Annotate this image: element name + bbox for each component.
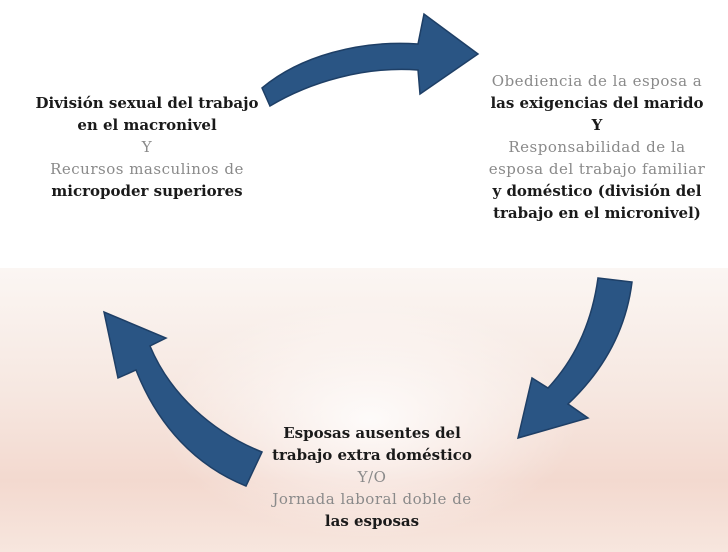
node-left-line: micropoder superiores xyxy=(51,182,243,200)
node-left-line: en el macronivel xyxy=(77,116,217,134)
node-bottom-line: trabajo extra doméstico xyxy=(272,446,472,464)
node-left-line: Y xyxy=(141,138,153,156)
arrow-top xyxy=(261,12,480,108)
background-glow xyxy=(160,300,580,540)
node-left-line: División sexual del trabajo xyxy=(35,94,259,112)
node-left: División sexual del trabajo en el macroni… xyxy=(6,92,288,202)
node-right-line: las exigencias del marido xyxy=(490,94,704,112)
node-bottom: Esposas ausentes del trabajo extra domést… xyxy=(236,422,508,532)
node-bottom-line: Jornada laboral doble de xyxy=(272,490,472,508)
node-left-line: Recursos masculinos de xyxy=(50,160,244,178)
node-bottom-line: las esposas xyxy=(324,512,420,530)
arrow-left xyxy=(102,310,264,487)
node-right-line: esposa del trabajo familiar xyxy=(488,160,706,178)
node-right-line: Y xyxy=(591,116,603,134)
background-top xyxy=(0,0,728,268)
node-right-line: Obediencia de la esposa a xyxy=(491,72,703,90)
node-right: Obediencia de la esposa a las exigencias … xyxy=(466,70,728,224)
arrow-right xyxy=(516,277,633,440)
node-bottom-line: Esposas ausentes del xyxy=(283,424,461,442)
node-right-line: y doméstico (división del xyxy=(492,182,702,200)
node-right-line: trabajo en el micronivel) xyxy=(493,204,701,222)
node-bottom-line: Y/O xyxy=(357,468,387,486)
node-right-line: Responsabilidad de la xyxy=(508,138,686,156)
